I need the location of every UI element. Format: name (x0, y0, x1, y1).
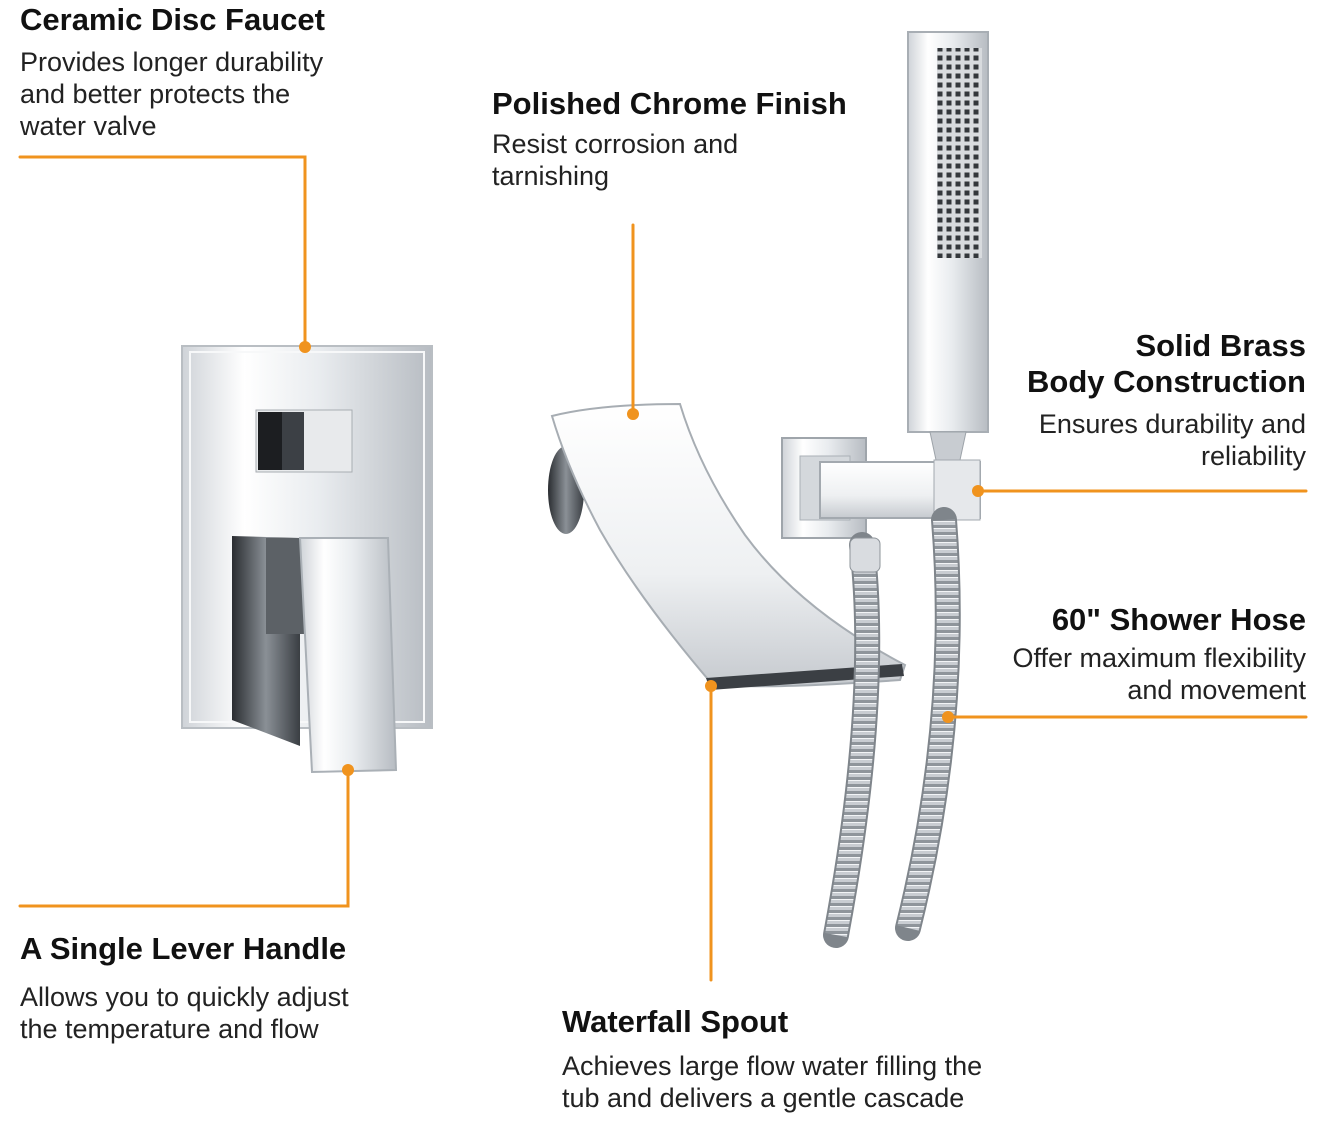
feature-waterfall-spout: Waterfall Spout Achieves large flow wate… (562, 1004, 982, 1114)
feature-title: A Single Lever Handle (20, 931, 347, 966)
description-line: tub and delivers a gentle cascade (562, 1083, 965, 1113)
description-line: Allows you to quickly adjust (20, 982, 349, 1012)
leader-ceramic (18, 155, 307, 348)
shower-hose (823, 507, 961, 948)
feature-chrome-finish: Polished Chrome Finish Resist corrosion … (492, 86, 847, 192)
description-line: the temperature and flow (20, 1014, 319, 1044)
feature-title: 60" Shower Hose (1051, 602, 1306, 637)
feature-description: Ensures durability and reliability (1027, 408, 1306, 472)
description-line: water valve (20, 111, 157, 141)
diverter-knob (255, 409, 353, 473)
feature-description: Resist corrosion and tarnishing (492, 128, 847, 192)
leader-lever (18, 768, 350, 908)
description-line: Offer maximum flexibility (1012, 643, 1306, 673)
feature-single-lever: A Single Lever Handle Allows you to quic… (20, 931, 349, 1045)
feature-title: Ceramic Disc Faucet (20, 2, 325, 37)
feature-title: Waterfall Spout (562, 1004, 789, 1039)
feature-title: Polished Chrome Finish (492, 86, 847, 121)
lever-handle (232, 536, 398, 774)
feature-description: Offer maximum flexibility and movement (1012, 642, 1306, 706)
feature-shower-hose: 60" Shower Hose Offer maximum flexibilit… (1012, 602, 1306, 706)
description-line: tarnishing (492, 161, 610, 191)
marker-spout (705, 680, 717, 692)
hand-shower (907, 31, 989, 461)
feature-title-line: Solid Brass (1135, 328, 1306, 363)
feature-description: Achieves large flow water filling the tu… (562, 1050, 982, 1114)
marker-chrome (627, 408, 639, 420)
description-line: Resist corrosion and (492, 129, 739, 159)
marker-hose (942, 711, 954, 723)
marker-ceramic (299, 341, 311, 353)
description-line: Achieves large flow water filling the (562, 1051, 983, 1081)
feature-description: Provides longer durability and better pr… (20, 46, 325, 142)
feature-ceramic-disc: Ceramic Disc Faucet Provides longer dura… (20, 2, 325, 142)
feature-title-line: Body Construction (1027, 364, 1306, 399)
description-line: and better protects the (20, 79, 291, 109)
description-line: reliability (1200, 441, 1306, 471)
feature-description: Allows you to quickly adjust the tempera… (20, 981, 349, 1045)
description-line: Provides longer durability (20, 47, 324, 77)
description-line: and movement (1127, 675, 1306, 705)
marker-lever (342, 764, 354, 776)
feature-solid-brass: Solid Brass Body Construction Ensures du… (1027, 328, 1306, 472)
marker-brass (972, 485, 984, 497)
description-line: Ensures durability and (1038, 409, 1306, 439)
